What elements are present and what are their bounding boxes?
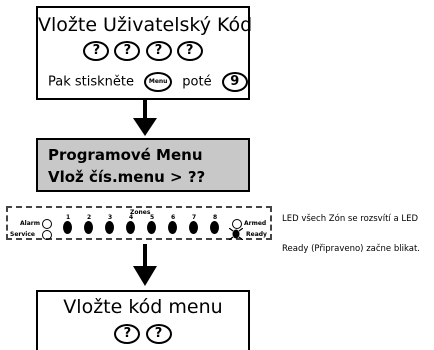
digit-key-icon: 9 [221,72,248,92]
ready-label: Ready [246,231,267,238]
zone-led [105,221,114,234]
lcd-line-2: Vlož čís.menu > ?? [48,168,206,186]
zone-number: 7 [192,214,197,221]
armed-led [232,219,242,229]
enter-user-code-title: Vložte Uživatelský Kód [38,14,253,36]
enter-user-code-box: Vložte Uživatelský Kód ? ? ? ? Pak stisk… [36,6,253,100]
zone-led [84,221,93,234]
down-arrow-icon [133,100,157,136]
code-key: ? [176,40,203,61]
code-key: ? [114,323,141,344]
service-led [42,230,52,240]
code-key: ? [145,40,172,61]
ready-led-blinking-icon [229,228,243,240]
armed-label: Armed [244,220,267,227]
zone-number: 3 [108,214,113,221]
zone-led [210,221,219,234]
alarm-led [42,219,52,229]
led-note-line-1: LED všech Zón se rozsvítí a LED [282,214,419,224]
led-panel: Zones 1 2 3 4 5 6 7 8 Alarm Service Arme… [6,206,272,240]
code-key: ? [83,40,110,61]
led-note-line-2: Ready (Připraveno) začne blikat. [282,244,421,254]
zones-label: Zones [130,209,151,216]
zone-number: 5 [150,214,155,221]
lcd-line-1: Programové Menu [48,146,203,164]
code-key: ? [114,40,141,61]
press-menu-line: Pak stiskněte Menu poté 9 [48,72,248,92]
zone-number: 1 [66,214,71,221]
lcd-display: Programové Menu Vlož čís.menu > ?? [36,138,250,192]
menu-code-keys: ? ? [38,323,248,344]
enter-menu-code-title: Vložte kód menu [63,296,223,318]
service-label: Service [10,231,35,238]
zone-led [63,221,72,234]
zone-led [147,221,156,234]
alarm-label: Alarm [20,220,40,227]
zone-number: 4 [129,214,134,221]
user-code-keys: ? ? ? ? [38,40,248,61]
enter-menu-code-box: Vložte kód menu ? ? [36,290,250,350]
zone-led [189,221,198,234]
press-text: Pak stiskněte [48,74,134,90]
zone-led [126,221,135,234]
code-key: ? [145,323,172,344]
zone-number: 6 [171,214,176,221]
down-arrow-icon [133,244,157,286]
zone-led [168,221,177,234]
zone-number: 8 [213,214,218,221]
menu-key-icon: Menu [144,72,173,92]
zone-number: 2 [87,214,92,221]
then-text: poté [182,74,212,90]
